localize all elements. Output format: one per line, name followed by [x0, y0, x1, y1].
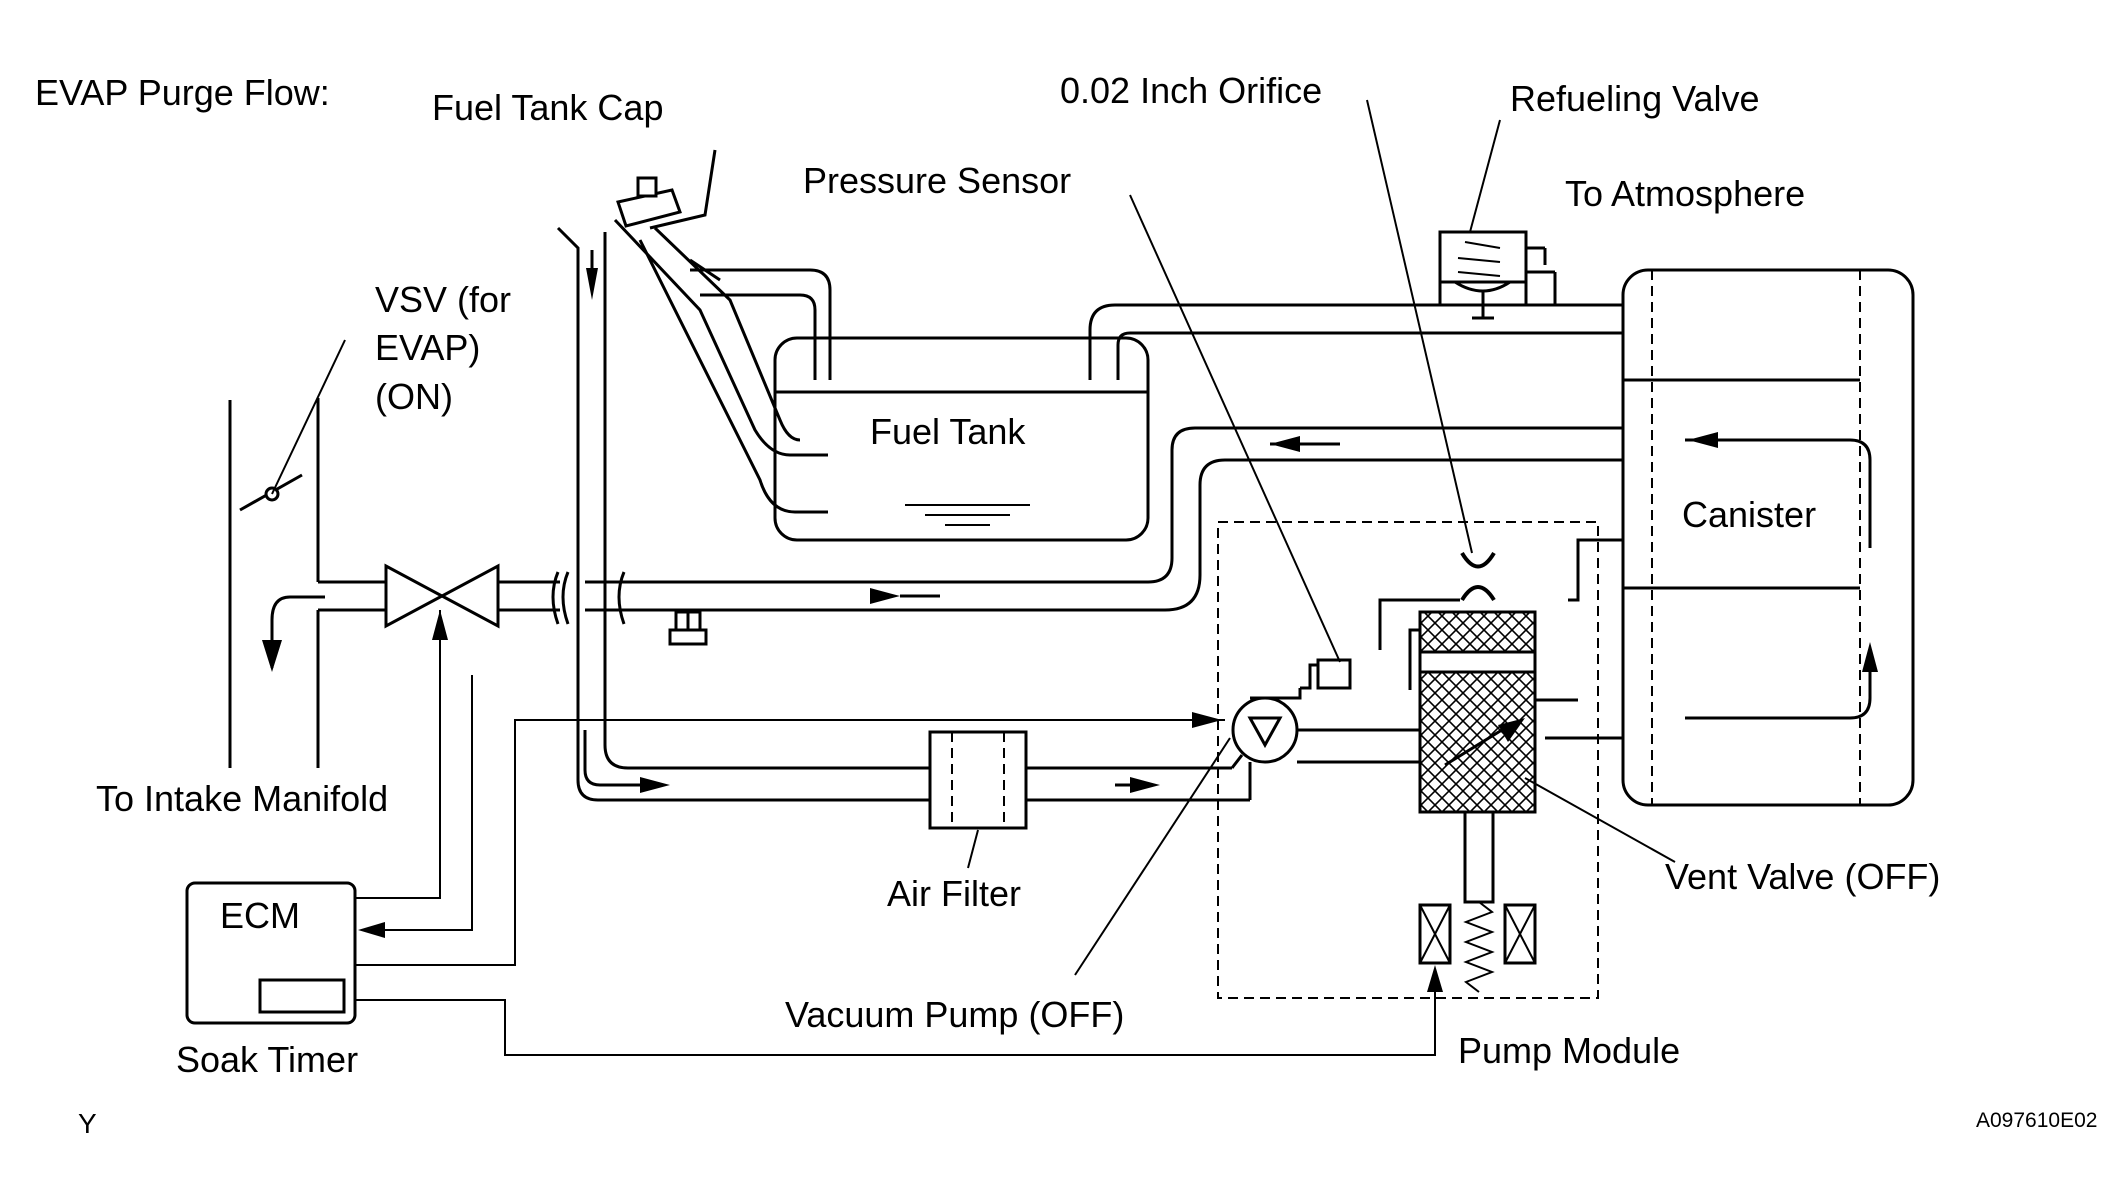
- air-filter-label: Air Filter: [887, 873, 1021, 914]
- figure-code: A097610E02: [1976, 1109, 2097, 1132]
- corner-letter: Y: [78, 1108, 97, 1139]
- leader-lines: [967, 99, 1676, 976]
- tank-vent-pipes: [690, 268, 1623, 380]
- pump-module-label: Pump Module: [1458, 1030, 1680, 1071]
- canister-flow-arrows: [1685, 432, 1878, 720]
- vsv-leader-line: [271, 339, 346, 495]
- fuel-tank-label: Fuel Tank: [870, 411, 1026, 452]
- vent-valve-label: Vent Valve (OFF): [1665, 856, 1940, 897]
- vsv-label-line1: VSV (for: [375, 279, 511, 320]
- purge-line: [585, 426, 1623, 646]
- pressure-sensor-icon: [1300, 658, 1352, 690]
- throttle-valve-icon: [239, 473, 303, 512]
- vsv-label-line2: EVAP): [375, 327, 480, 368]
- atmosphere-line: [556, 226, 1160, 802]
- filler-neck: [613, 218, 828, 514]
- canister: [1621, 268, 1915, 807]
- vacuum-pump-label: Vacuum Pump (OFF): [785, 994, 1124, 1035]
- vsv-valve-icon: [384, 563, 500, 629]
- solenoid-coil-icon: [1418, 901, 1537, 993]
- ecm-label: ECM: [220, 895, 300, 936]
- pressure-sensor-label: Pressure Sensor: [803, 160, 1071, 201]
- fuel-tank: [773, 336, 1150, 542]
- orifice-icon: [1460, 551, 1496, 602]
- soak-timer-label: Soak Timer: [176, 1039, 358, 1080]
- canister-label: Canister: [1682, 494, 1816, 535]
- vsv-pipe: [318, 571, 570, 625]
- fuel-tank-cap-label: Fuel Tank Cap: [432, 87, 663, 128]
- tank-cap-leader: [649, 149, 717, 230]
- to-intake-manifold-label: To Intake Manifold: [96, 778, 388, 819]
- air-filter: [928, 730, 1250, 830]
- orifice-label: 0.02 Inch Orifice: [1060, 70, 1322, 111]
- ecm-wiring: [355, 610, 1443, 1056]
- vacuum-pump-icon: [1230, 696, 1299, 800]
- intake-flow-arrow: [262, 595, 325, 672]
- fuel-level-icon: [905, 504, 1030, 526]
- ecm-box: [185, 881, 357, 1025]
- to-atmosphere-label: To Atmosphere: [1565, 173, 1805, 214]
- refueling-valve-icon: [1438, 230, 1557, 320]
- fuel-tank-cap-icon: [616, 176, 682, 228]
- vsv-label-line3: (ON): [375, 376, 453, 417]
- intake-manifold: [228, 398, 320, 768]
- refueling-valve-label: Refueling Valve: [1510, 78, 1760, 119]
- pump-module-outline: [1217, 521, 1599, 999]
- vent-valve-icon: [1418, 610, 1537, 904]
- diagram-title: EVAP Purge Flow:: [35, 72, 330, 113]
